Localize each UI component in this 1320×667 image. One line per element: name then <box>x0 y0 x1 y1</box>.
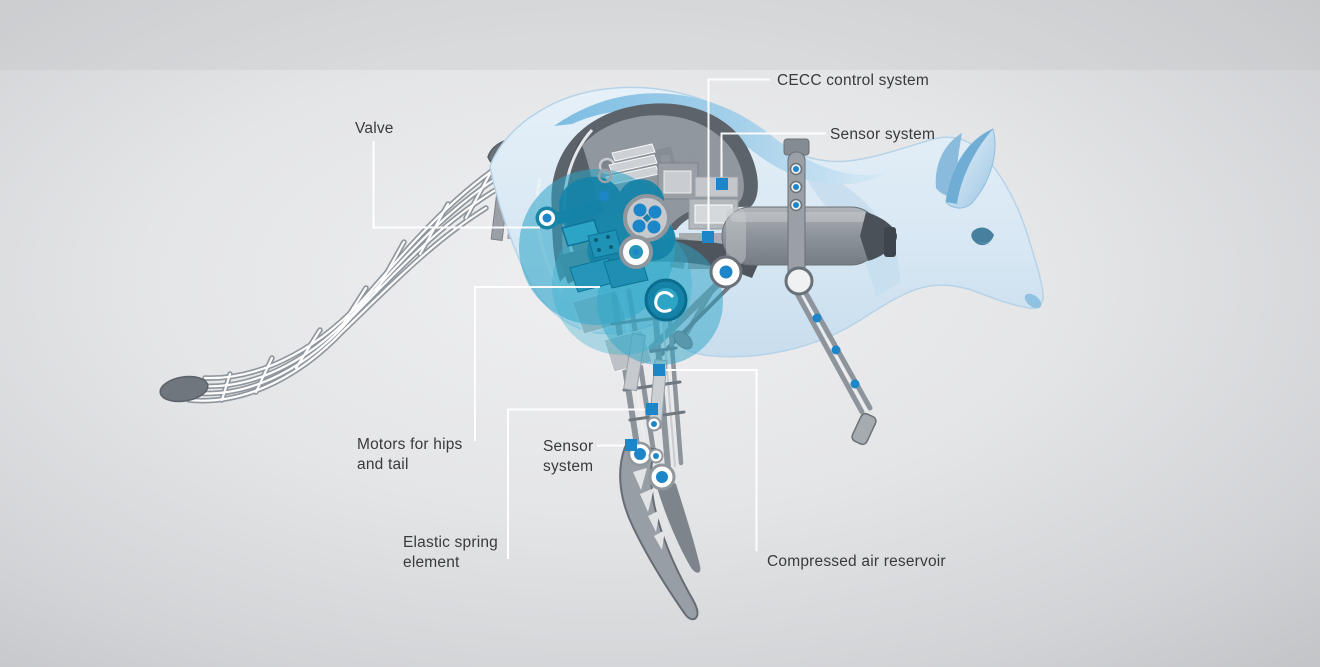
leg-sensor-dot <box>812 313 822 323</box>
sensor-square-body <box>716 178 728 190</box>
valve-marker <box>535 206 559 230</box>
head <box>935 128 1042 309</box>
hip-tail-motor-overlay <box>519 168 723 365</box>
leader-spring <box>507 408 645 559</box>
sensor-square-reservoir <box>653 364 665 376</box>
leader-valve <box>372 141 540 229</box>
valve-lever <box>549 200 604 226</box>
motor-ring <box>619 235 653 269</box>
label-sensor-leg-line1: Sensor <box>543 438 593 455</box>
leader-motors <box>474 286 600 441</box>
label-cecc: CECC control system <box>777 72 929 89</box>
leader-cecc <box>707 78 770 230</box>
label-motors-line2: and tail <box>357 456 409 473</box>
leader-reservoir <box>666 369 758 551</box>
labels: Valve CECC control system Sensor system … <box>355 72 946 571</box>
finned-box <box>657 155 699 200</box>
far-leg-upper-strut <box>783 138 810 281</box>
ear-inner-edge <box>946 129 993 204</box>
rear-foot-shadow <box>652 470 701 573</box>
compressed-air-reservoir <box>721 206 897 266</box>
label-spring-line1: Elastic spring <box>403 534 498 551</box>
far-hip-joint <box>784 266 814 296</box>
heat-sink-plate <box>611 143 656 162</box>
background-top-shade <box>0 0 1320 70</box>
label-motors-line1: Motors for hips <box>357 436 463 453</box>
label-spring-line2: element <box>403 554 460 571</box>
tail-tip-cap <box>159 375 209 403</box>
leader-lines <box>372 78 826 559</box>
strut-sensor-dots <box>789 162 803 212</box>
spiral-motor <box>644 278 688 322</box>
tail-lattice <box>159 153 517 404</box>
planetary-wheel <box>623 194 671 242</box>
sensor-markers <box>625 178 728 451</box>
eye-highlight <box>978 237 993 244</box>
leader-sensor-body <box>720 132 826 177</box>
label-valve: Valve <box>355 120 394 137</box>
label-sensor-leg-line2: system <box>543 458 593 475</box>
far-leg <box>784 266 877 446</box>
nose <box>1024 293 1042 309</box>
leg-sensor-dot <box>831 345 841 355</box>
label-reservoir: Compressed air reservoir <box>767 553 946 570</box>
sensor-square-cecc <box>702 231 714 243</box>
label-sensor-body: Sensor system <box>830 126 935 143</box>
near-foot <box>619 445 699 621</box>
near-hip-joint <box>709 255 743 289</box>
leg-sensor-dot <box>850 379 860 389</box>
far-foot <box>851 412 877 446</box>
feet <box>619 445 701 621</box>
sensor-square-spring <box>646 403 658 415</box>
sensor-square-leg <box>625 439 637 451</box>
eye <box>971 227 994 246</box>
